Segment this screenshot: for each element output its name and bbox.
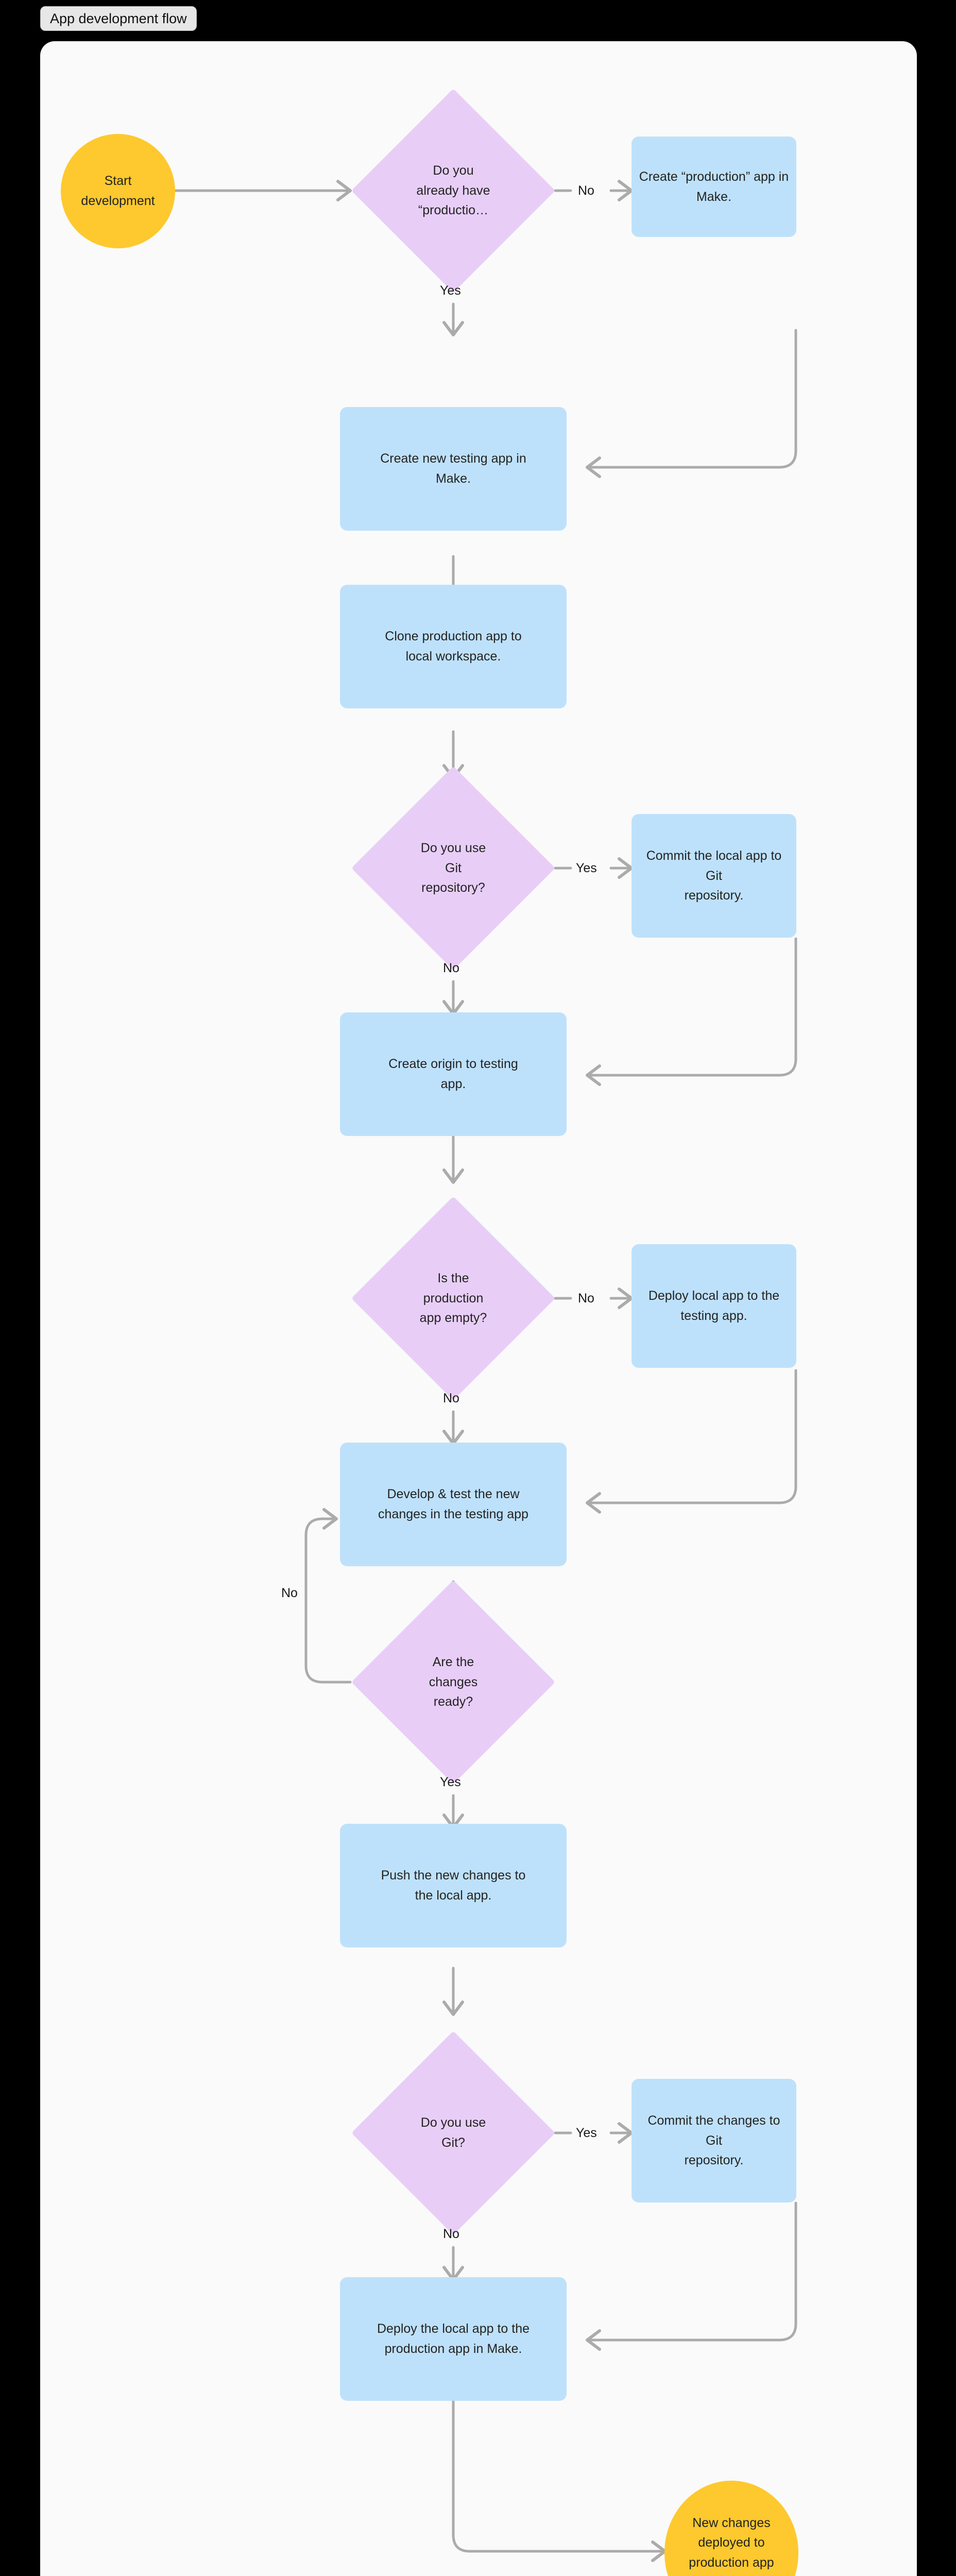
edge-label-git-repo-no: No bbox=[443, 961, 459, 975]
node-create-new-testing-app-label: Create new testing app in Make. bbox=[380, 451, 526, 486]
node-deploy-local-app-to-production-label: Deploy the local app to the production a… bbox=[377, 2321, 530, 2356]
node-create-production-app-label: Create “production” app in Make. bbox=[639, 169, 789, 204]
edge-commit-local-to-origin bbox=[586, 937, 797, 1077]
node-develop-and-test-changes-label: Develop & test the new changes in the te… bbox=[378, 1487, 528, 1521]
node-new-changes-deployed-label: New changes deployed to production app i… bbox=[689, 2515, 774, 2576]
edge-create-prod-to-testing bbox=[586, 329, 797, 469]
node-deploy-local-app-to-testing[interactable]: Deploy local app to the testing app. bbox=[631, 1244, 796, 1368]
edge-label-have-prod-yes: Yes bbox=[440, 283, 461, 298]
node-start-development[interactable]: Start development bbox=[61, 134, 175, 248]
node-is-production-app-empty[interactable]: Is the production app empty? bbox=[351, 1196, 555, 1400]
node-start-development-label: Start development bbox=[81, 174, 155, 208]
node-clone-production-app-label: Clone production app to local workspace. bbox=[385, 629, 522, 664]
node-do-you-use-git[interactable]: Do you use Git? bbox=[351, 2031, 555, 2235]
diagram-title-tab[interactable]: App development flow bbox=[40, 6, 197, 31]
edge-label-ready-no: No bbox=[281, 1586, 298, 1600]
node-commit-local-app-to-git-label: Commit the local app to Git repository. bbox=[646, 848, 782, 903]
diagram-title-text: App development flow bbox=[50, 10, 187, 26]
node-are-the-changes-ready[interactable]: Are the changes ready? bbox=[351, 1580, 555, 1784]
node-create-new-testing-app[interactable]: Create new testing app in Make. bbox=[340, 407, 567, 531]
node-do-you-already-have-production[interactable]: Do you already have “productio… bbox=[351, 89, 555, 293]
node-deploy-local-app-to-testing-label: Deploy local app to the testing app. bbox=[648, 1289, 780, 1323]
node-commit-changes-to-git[interactable]: Commit the changes to Git repository. bbox=[631, 2079, 796, 2202]
node-push-changes-to-local-app-label: Push the new changes to the local app. bbox=[381, 1868, 526, 1903]
node-do-you-already-have-production-label: Do you already have “productio… bbox=[416, 163, 490, 218]
edge-label-git-yes: Yes bbox=[576, 2126, 597, 2140]
node-are-the-changes-ready-label: Are the changes ready? bbox=[429, 1654, 478, 1709]
node-new-changes-deployed[interactable]: New changes deployed to production app i… bbox=[664, 2481, 798, 2576]
edge-deploy-testing-to-develop bbox=[586, 1369, 797, 1504]
edge-commit-changes-to-deploy-prod bbox=[586, 2201, 797, 2342]
node-push-changes-to-local-app[interactable]: Push the new changes to the local app. bbox=[340, 1824, 567, 1947]
edge-deploy-prod-to-end bbox=[452, 2397, 667, 2553]
edge-label-prod-empty-no-down: No bbox=[443, 1391, 459, 1405]
edge-label-git-repo-yes: Yes bbox=[576, 861, 597, 875]
node-do-you-use-git-repository-label: Do you use Git repository? bbox=[420, 840, 486, 895]
node-develop-and-test-changes[interactable]: Develop & test the new changes in the te… bbox=[340, 1443, 567, 1566]
node-create-origin-to-testing-app-label: Create origin to testing app. bbox=[388, 1057, 518, 1091]
edge-label-git-no: No bbox=[443, 2227, 459, 2241]
node-commit-changes-to-git-label: Commit the changes to Git repository. bbox=[647, 2113, 780, 2168]
edge-label-have-prod-no: No bbox=[578, 183, 594, 198]
edge-label-ready-yes: Yes bbox=[440, 1775, 461, 1789]
node-do-you-use-git-repository[interactable]: Do you use Git repository? bbox=[351, 766, 555, 970]
node-deploy-local-app-to-production[interactable]: Deploy the local app to the production a… bbox=[340, 2277, 567, 2401]
node-create-origin-to-testing-app[interactable]: Create origin to testing app. bbox=[340, 1012, 567, 1136]
edge-label-prod-empty-no-right: No bbox=[578, 1291, 594, 1306]
node-do-you-use-git-label: Do you use Git? bbox=[420, 2115, 486, 2150]
node-clone-production-app[interactable]: Clone production app to local workspace. bbox=[340, 585, 567, 708]
node-commit-local-app-to-git[interactable]: Commit the local app to Git repository. bbox=[631, 814, 796, 938]
diagram-canvas[interactable]: Start development Do you already have “p… bbox=[40, 41, 917, 2576]
node-is-production-app-empty-label: Is the production app empty? bbox=[419, 1270, 487, 1326]
node-create-production-app[interactable]: Create “production” app in Make. bbox=[631, 137, 796, 237]
